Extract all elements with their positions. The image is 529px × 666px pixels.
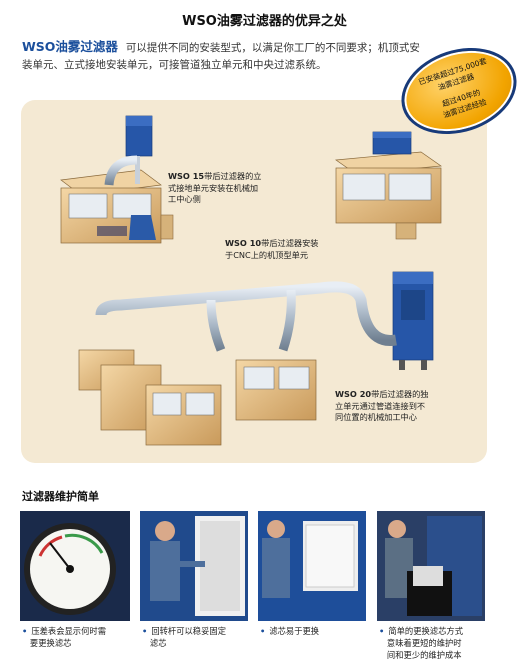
- caption-wso15-model: WSO 15: [168, 171, 205, 181]
- machine-center-1: [60, 169, 174, 244]
- item3-line1: 滤芯易于更换: [269, 626, 320, 636]
- caption-wso10-model: WSO 10: [225, 238, 262, 248]
- brand-name: WSO油雾过滤器: [22, 39, 118, 54]
- installation-illustration: [60, 115, 442, 446]
- caption-wso20-line2: 立单元通过管道连接到不: [335, 400, 426, 411]
- intro-text: 可以提供不同的安装型式，以满足你工厂的不同要求；机顶式安装单元、立式接地安装单元…: [22, 42, 420, 71]
- caption-wso15-line3: 工中心侧: [168, 194, 201, 204]
- caption-wso15: WSO 15带后过滤器的立 式接地单元安装在机械加 工中心侧: [168, 171, 268, 206]
- wso20-unit: [392, 271, 434, 370]
- maintenance-item-3: •滤芯易于更换: [260, 626, 320, 636]
- caption-wso15-line2: 式接地单元安装在机械加: [168, 182, 259, 193]
- photo-replacement: [377, 511, 485, 621]
- item4-line2: 意味着更短的维护时: [386, 638, 462, 648]
- caption-wso10-line1: 带后过滤器安装: [261, 238, 319, 248]
- photo-lever: [140, 511, 248, 621]
- item4-line1: 简单的更换滤芯方式: [388, 626, 463, 636]
- page-title: WSO油雾过滤器的优异之处: [182, 14, 347, 29]
- machine-center-2: [335, 131, 442, 240]
- maintenance-item-4: •简单的更换滤芯方式 意味着更短的维护时 间和更少的维护成本: [379, 626, 463, 660]
- photo-cartridge: [258, 511, 366, 621]
- item2-line2: 滤芯: [149, 638, 167, 648]
- central-ducting: [95, 281, 397, 355]
- wso15-unit: [104, 115, 156, 240]
- caption-wso10: WSO 10带后过滤器安装 于CNC上的机顶型单元: [225, 238, 335, 261]
- caption-wso20-model: WSO 20: [335, 389, 372, 399]
- installation-diagram-panel: [21, 100, 487, 463]
- maintenance-item-2: •回转杆可以稳妥固定 滤芯: [142, 626, 226, 648]
- maintenance-item-1: •压差表会显示何时需 要更换滤芯: [22, 626, 106, 648]
- item2-line1: 回转杆可以稳妥固定: [151, 626, 226, 636]
- machine-row-bottom: [78, 349, 317, 446]
- caption-wso15-line1: 带后过滤器的立: [204, 171, 262, 181]
- caption-wso20-line1: 带后过滤器的独: [371, 389, 429, 399]
- item4-line3: 间和更少的维护成本: [386, 650, 462, 660]
- caption-wso20: WSO 20带后过滤器的独 立单元通过管道连接到不 同位置的机械加工中心: [335, 389, 440, 424]
- item1-line1: 压差表会显示何时需: [31, 626, 106, 636]
- intro-paragraph: WSO油雾过滤器可以提供不同的安装型式，以满足你工厂的不同要求；机顶式安装单元、…: [22, 38, 422, 74]
- maintenance-section-title: 过滤器维护简单: [22, 490, 99, 503]
- item1-line2: 要更换滤芯: [29, 638, 72, 648]
- caption-wso20-line3: 同位置的机械加工中心: [335, 412, 417, 422]
- caption-wso10-line2: 于CNC上的机顶型单元: [225, 249, 309, 260]
- photo-gauge: [20, 511, 130, 621]
